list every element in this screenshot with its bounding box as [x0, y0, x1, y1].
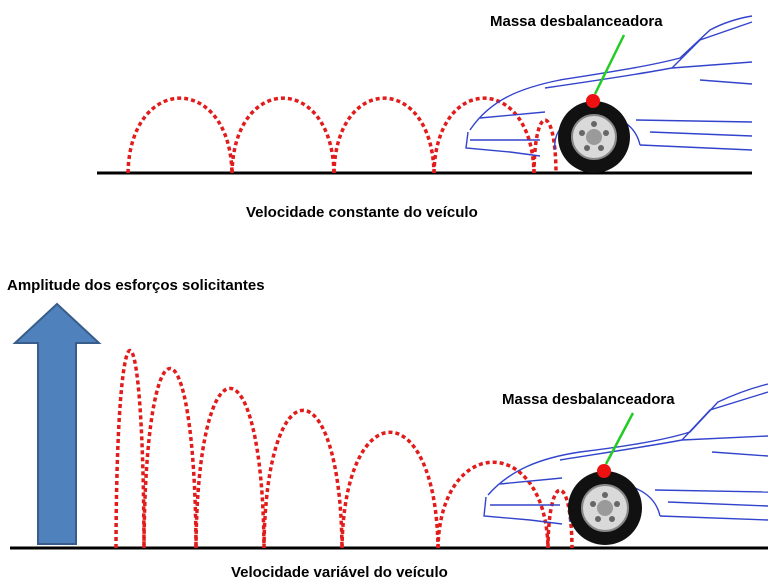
bounce-arc-1 — [114, 348, 146, 549]
top-mass-label: Massa desbalanceadora — [490, 13, 663, 30]
bounce-arc-4 — [262, 408, 344, 549]
bounce-arc-6 — [436, 460, 550, 549]
bounce-arc-2 — [230, 96, 336, 174]
bounce-arc-5 — [340, 430, 440, 549]
bottom-panel: Amplitude dos esforços solicitantes — [7, 277, 768, 581]
bounce-arc-1 — [126, 96, 234, 174]
amplitude-label: Amplitude dos esforços solicitantes — [7, 277, 265, 294]
top-mass-pointer — [593, 34, 626, 95]
bounce-arc-4 — [432, 96, 536, 174]
bottom-bounce-trajectory — [114, 348, 574, 549]
top-car-outline — [465, 15, 753, 157]
top-panel: Massa desbalanceadora Velocidade constan… — [97, 13, 753, 221]
top-wheel — [558, 101, 630, 173]
bottom-mass-pointer — [604, 412, 635, 465]
bottom-mass-label: Massa desbalanceadora — [502, 391, 675, 408]
amplitude-arrow — [12, 302, 102, 545]
top-mass-dot — [586, 94, 600, 108]
bounce-arc-7 — [546, 488, 574, 549]
top-bounce-trajectory — [126, 96, 558, 174]
bounce-arc-3 — [332, 96, 436, 174]
bottom-wheel — [568, 471, 642, 545]
bounce-arc-5 — [532, 118, 558, 174]
top-caption: Velocidade constante do veículo — [246, 204, 478, 221]
bounce-arc-2 — [142, 367, 198, 549]
bottom-mass-dot — [597, 464, 611, 478]
bottom-caption: Velocidade variável do veículo — [231, 564, 448, 581]
bounce-arc-3 — [194, 386, 266, 549]
